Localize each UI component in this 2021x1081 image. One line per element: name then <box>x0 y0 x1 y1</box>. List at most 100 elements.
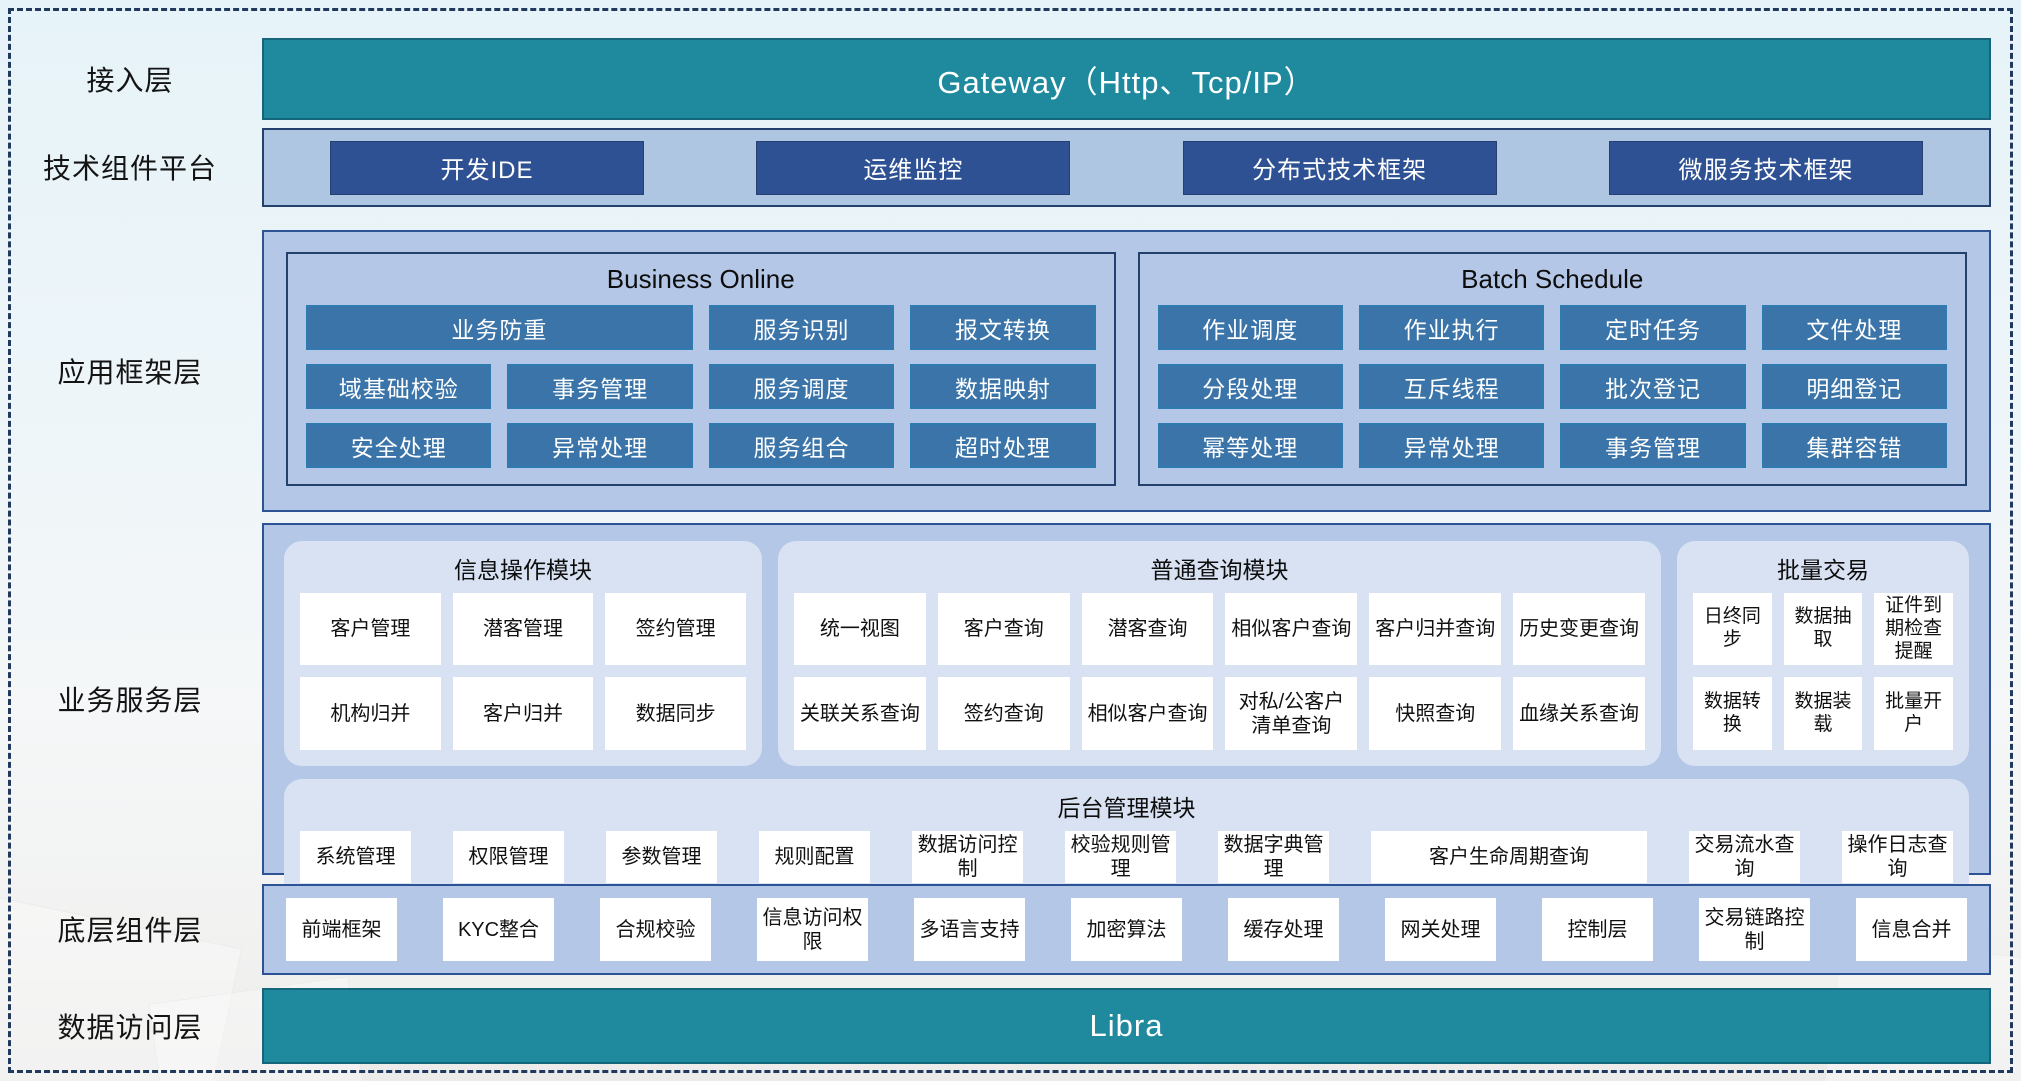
component-block: 合规校验 <box>600 898 711 961</box>
service-block: 批量开户 <box>1874 677 1953 750</box>
service-block: 快照查询 <box>1369 677 1502 750</box>
framework-block: 域基础校验 <box>306 364 492 409</box>
service-block: 参数管理 <box>606 830 718 883</box>
framework-block: 作业调度 <box>1157 305 1343 350</box>
framework-block: 事务管理 <box>1560 423 1746 468</box>
service-block: 数据字典管理 <box>1218 830 1330 883</box>
framework-block: 异常处理 <box>507 423 693 468</box>
layer-label-bottom: 底层组件层 <box>57 915 203 946</box>
business-online-grid: 业务防重 服务识别报文转换域基础校验事务管理服务调度数据映射安全处理异常处理服务… <box>306 305 1096 468</box>
service-block: 血缘关系查询 <box>1513 677 1645 750</box>
framework-block: 明细登记 <box>1761 364 1947 409</box>
layer-label-services: 业务服务层 <box>57 685 203 716</box>
service-block: 对私/公客户清单查询 <box>1225 677 1358 750</box>
service-block: 操作日志查询 <box>1841 830 1953 883</box>
layer-label-access: 接入层 <box>86 65 174 96</box>
service-block: 数据装载 <box>1783 677 1863 750</box>
layer-label-data: 数据访问层 <box>57 1012 203 1043</box>
business-services-band: 信息操作模块 客户管理 潜客管理签约管理机构归并客户归并数据同步 普通查询模块 … <box>262 523 1991 899</box>
batch-trade-title: 批量交易 <box>1777 557 1869 583</box>
component-block: KYC整合 <box>443 898 554 961</box>
component-block: 多语言支持 <box>914 898 1025 961</box>
service-block: 相似客户查询 <box>1081 677 1214 750</box>
service-block: 系统管理 <box>300 830 412 883</box>
framework-block: 安全处理 <box>306 423 492 468</box>
services-top-row: 信息操作模块 客户管理 潜客管理签约管理机构归并客户归并数据同步 普通查询模块 … <box>284 541 1969 766</box>
gateway-bar: Gateway（Http、Tcp/IP） <box>262 38 1991 120</box>
framework-block: 定时任务 <box>1560 305 1746 350</box>
batch-schedule-title: Batch Schedule <box>1461 264 1644 294</box>
query-module-title: 普通查询模块 <box>1150 557 1289 583</box>
query-module: 普通查询模块 统一视图 客户查询潜客查询相似客户查询客户归并查询历史变更查询关联… <box>778 541 1661 766</box>
service-block: 客户查询 <box>937 593 1070 666</box>
framework-block: 文件处理 <box>1761 305 1947 350</box>
tech-platform-block: 分布式技术框架 <box>1182 140 1497 195</box>
business-online-box: Business Online 业务防重 服务识别报文转换域基础校验事务管理服务… <box>286 252 1116 486</box>
layer-label-tech: 技术组件平台 <box>42 153 217 184</box>
service-block: 签约管理 <box>605 593 746 666</box>
component-block: 信息访问权限 <box>757 898 868 961</box>
service-block: 证件到期检查提醒 <box>1874 593 1953 666</box>
tech-platform-block: 微服务技术框架 <box>1608 140 1923 195</box>
component-block: 网关处理 <box>1385 898 1496 961</box>
service-block: 客户生命周期查询 <box>1371 830 1647 883</box>
batch-trade-module: 批量交易 日终同步 数据抽取证件到期检查提醒数据转换数据装载批量开户 <box>1677 541 1969 766</box>
service-block: 潜客管理 <box>452 593 594 666</box>
framework-block: 超时处理 <box>910 423 1096 468</box>
service-block: 客户归并查询 <box>1369 593 1502 666</box>
framework-block: 数据映射 <box>910 364 1096 409</box>
service-block: 机构归并 <box>300 677 441 750</box>
service-block: 数据转换 <box>1693 677 1772 750</box>
framework-block: 作业执行 <box>1358 305 1545 350</box>
query-module-grid: 统一视图 客户查询潜客查询相似客户查询客户归并查询历史变更查询关联关系查询签约查… <box>794 593 1645 750</box>
batch-schedule-box: Batch Schedule 作业调度 作业执行定时任务文件处理分段处理互斥线程… <box>1137 252 1967 486</box>
admin-module-row: 系统管理 权限管理参数管理规则配置数据访问控制校验规则管理数据字典管理客户生命周… <box>300 830 1953 883</box>
info-operation-module: 信息操作模块 客户管理 潜客管理签约管理机构归并客户归并数据同步 <box>284 541 762 766</box>
service-block: 规则配置 <box>759 830 871 883</box>
framework-block: 报文转换 <box>910 305 1096 350</box>
bottom-components-band: 前端框架 KYC整合合规校验信息访问权限多语言支持加密算法缓存处理网关处理控制层… <box>262 884 1991 975</box>
info-operation-title: 信息操作模块 <box>454 557 592 583</box>
admin-module: 后台管理模块 系统管理 权限管理参数管理规则配置数据访问控制校验规则管理数据字典… <box>284 778 1969 899</box>
service-block: 日终同步 <box>1693 593 1772 666</box>
framework-block: 服务识别 <box>708 305 895 350</box>
business-online-title: Business Online <box>606 264 795 294</box>
component-block: 交易链路控制 <box>1699 898 1810 961</box>
component-block: 加密算法 <box>1071 898 1182 961</box>
framework-block: 业务防重 <box>306 305 693 350</box>
batch-trade-grid: 日终同步 数据抽取证件到期检查提醒数据转换数据装载批量开户 <box>1693 593 1953 750</box>
service-block: 数据同步 <box>605 677 746 750</box>
component-block: 缓存处理 <box>1228 898 1339 961</box>
framework-block: 异常处理 <box>1358 423 1545 468</box>
service-block: 数据访问控制 <box>912 830 1024 883</box>
service-block: 相似客户查询 <box>1225 593 1358 666</box>
app-framework-band: Business Online 业务防重 服务识别报文转换域基础校验事务管理服务… <box>262 230 1991 512</box>
framework-block: 事务管理 <box>507 364 693 409</box>
service-block: 客户管理 <box>300 593 441 666</box>
layer-label-framework: 应用框架层 <box>57 357 203 388</box>
tech-platform-block: 开发IDE <box>330 140 644 195</box>
component-block: 控制层 <box>1542 898 1653 961</box>
service-block: 权限管理 <box>453 830 565 883</box>
batch-schedule-grid: 作业调度 作业执行定时任务文件处理分段处理互斥线程批次登记明细登记幂等处理异常处… <box>1157 305 1947 468</box>
service-block: 交易流水查询 <box>1688 830 1800 883</box>
framework-block: 服务调度 <box>708 364 895 409</box>
service-block: 历史变更查询 <box>1513 593 1645 666</box>
service-block: 客户归并 <box>452 677 594 750</box>
libra-bar: Libra <box>262 988 1991 1064</box>
info-operation-grid: 客户管理 潜客管理签约管理机构归并客户归并数据同步 <box>300 593 746 750</box>
framework-block: 幂等处理 <box>1157 423 1343 468</box>
service-block: 统一视图 <box>794 593 926 666</box>
framework-block: 分段处理 <box>1157 364 1343 409</box>
framework-block: 批次登记 <box>1560 364 1746 409</box>
tech-platform-block: 运维监控 <box>756 140 1071 195</box>
service-block: 校验规则管理 <box>1065 830 1177 883</box>
framework-block: 互斥线程 <box>1358 364 1545 409</box>
framework-block: 集群容错 <box>1761 423 1947 468</box>
tech-platform-band: 开发IDE 运维监控 分布式技术框架 微服务技术框架 <box>262 128 1991 207</box>
service-block: 签约查询 <box>937 677 1070 750</box>
gateway-title: Gateway（Http、Tcp/IP） <box>937 64 1316 100</box>
component-block: 前端框架 <box>286 898 397 961</box>
component-block: 信息合并 <box>1856 898 1967 961</box>
